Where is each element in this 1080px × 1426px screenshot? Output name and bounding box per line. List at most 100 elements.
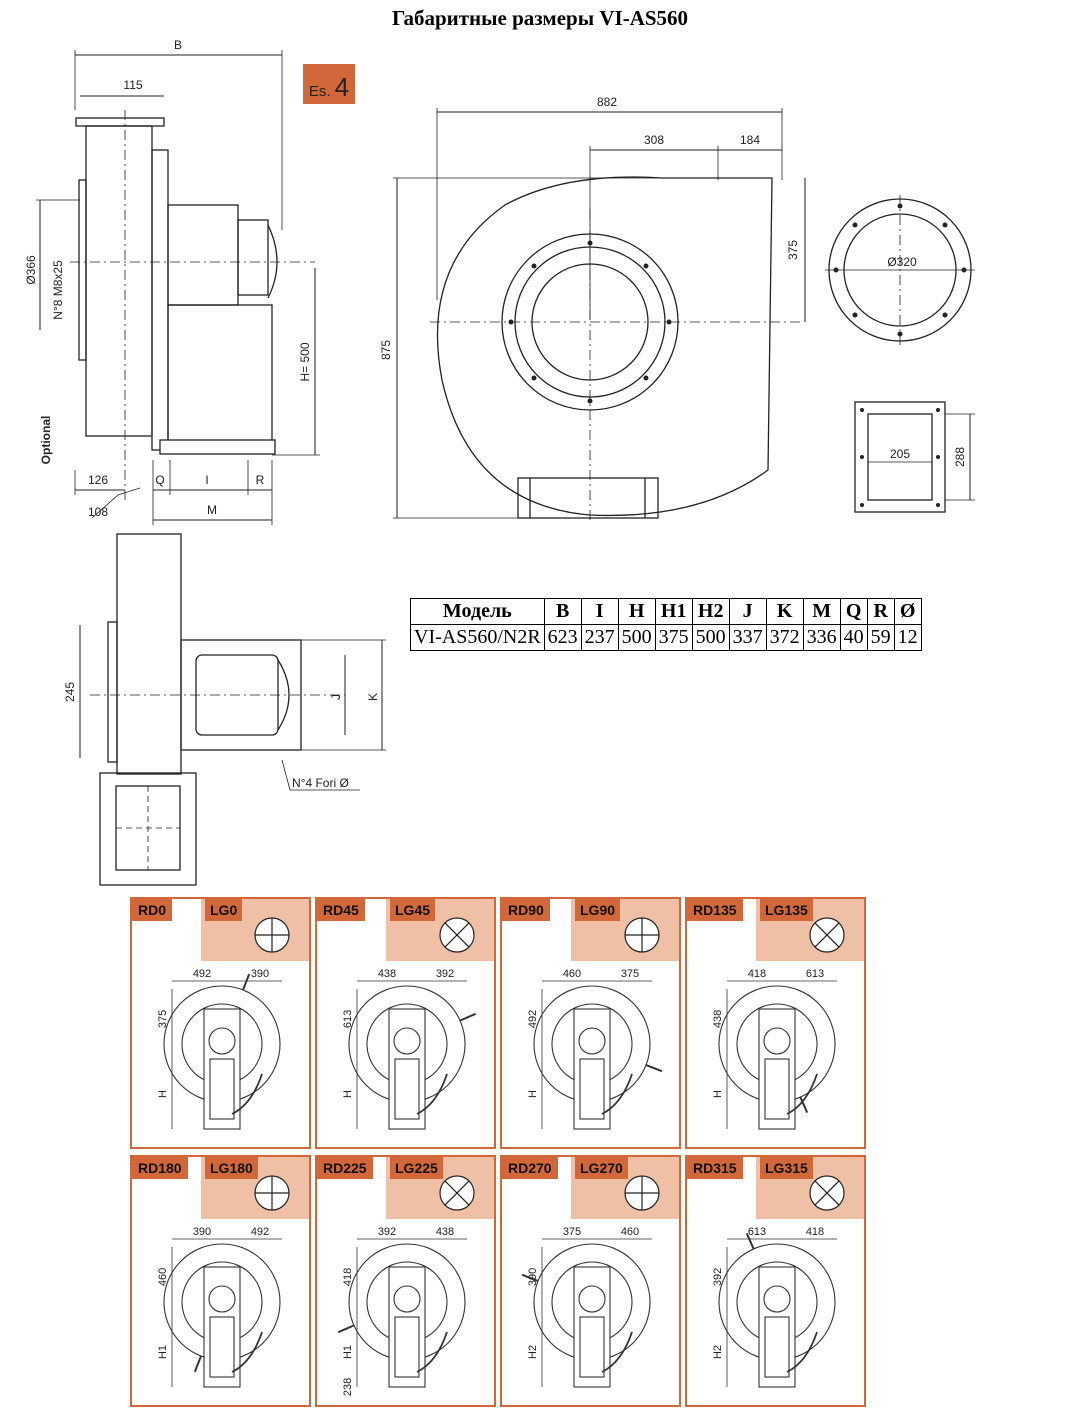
dim-r: R bbox=[256, 473, 265, 487]
table-header-cell: J bbox=[728, 598, 767, 625]
dim-288: 288 bbox=[953, 447, 967, 467]
table-cell: 336 bbox=[802, 624, 841, 651]
panel-dim-top-1: 460 bbox=[563, 968, 581, 980]
table-cell: 337 bbox=[728, 624, 767, 651]
panel-dim-top-2: 390 bbox=[251, 968, 269, 980]
panel-dim-left-2: H1 bbox=[342, 1345, 354, 1359]
panel-dim-top-1: 438 bbox=[378, 968, 396, 980]
table-cell: 372 bbox=[765, 624, 804, 651]
table-cell: 40 bbox=[839, 624, 868, 651]
figure-badge: Es.4 bbox=[303, 64, 355, 104]
panel-dim-top-1: 390 bbox=[193, 1226, 211, 1238]
table-header-cell: B bbox=[543, 598, 582, 625]
panel-dim-top-1: 418 bbox=[748, 968, 766, 980]
panel-dim-left-2: H2 bbox=[527, 1345, 539, 1359]
panel-dim-left-1: 613 bbox=[342, 1010, 354, 1028]
panel-dim-top-2: 418 bbox=[806, 1226, 824, 1238]
panel-dim-top-1: 613 bbox=[748, 1226, 766, 1238]
dim-j: J bbox=[329, 694, 343, 700]
panel-dim-left-2: H1 bbox=[157, 1345, 169, 1359]
panel-dim-top-2: 438 bbox=[436, 1226, 454, 1238]
rd-label: RD180 bbox=[132, 1157, 188, 1179]
dim-184: 184 bbox=[740, 133, 760, 147]
panel-dim-left-2: H bbox=[342, 1090, 354, 1098]
inlet-flange bbox=[825, 195, 975, 345]
dim-h: H= 500 bbox=[298, 342, 312, 381]
lg-label: LG0 bbox=[205, 899, 243, 921]
panel-dim-left-1: 460 bbox=[157, 1268, 169, 1286]
dim-875: 875 bbox=[379, 340, 393, 360]
dim-320: Ø320 bbox=[887, 255, 917, 269]
dim-366: Ø366 bbox=[24, 255, 38, 285]
panel-dim-top-1: 392 bbox=[378, 1226, 396, 1238]
table-cell: 500 bbox=[691, 624, 730, 651]
lg-label: LG135 bbox=[760, 899, 813, 921]
panel-dim-left-3: 238 bbox=[342, 1378, 354, 1396]
dim-m: M bbox=[207, 503, 217, 517]
rd-label: RD270 bbox=[502, 1157, 558, 1179]
technical-drawing: B 115 Ø366 N°8 M8x25 Optional 126 108 Q … bbox=[24, 38, 975, 886]
lg-label: LG90 bbox=[575, 899, 621, 921]
lg-label: LG315 bbox=[760, 1157, 813, 1179]
dim-bolts: N°8 M8x25 bbox=[51, 260, 65, 320]
table-header-cell: Модель bbox=[410, 598, 545, 625]
dim-k: K bbox=[366, 693, 380, 701]
dim-115: 115 bbox=[123, 78, 142, 92]
panel-dim-top-2: 375 bbox=[621, 968, 639, 980]
rd-label: RD225 bbox=[317, 1157, 373, 1179]
outlet-flange bbox=[854, 401, 975, 513]
rd-label: RD90 bbox=[502, 899, 550, 921]
table-cell: 59 bbox=[866, 624, 895, 651]
panel-dim-left-1: 390 bbox=[527, 1268, 539, 1286]
panel-dim-top-2: 392 bbox=[436, 968, 454, 980]
table-header-cell: I bbox=[580, 598, 619, 625]
panel-dim-left-2: H bbox=[527, 1090, 539, 1098]
table-header-cell: Q bbox=[839, 598, 868, 625]
table-header-cell: K bbox=[765, 598, 804, 625]
table-cell: 375 bbox=[654, 624, 693, 651]
table-header-cell: Ø bbox=[893, 598, 922, 625]
table-cell: 12 bbox=[893, 624, 922, 651]
dim-375: 375 bbox=[786, 240, 800, 260]
table-header-cell: M bbox=[802, 598, 841, 625]
dim-q: Q bbox=[155, 473, 164, 487]
dim-126: 126 bbox=[88, 473, 108, 487]
rd-label: RD315 bbox=[687, 1157, 743, 1179]
panel-dim-top-2: 492 bbox=[251, 1226, 269, 1238]
panel-dim-top-1: 375 bbox=[563, 1226, 581, 1238]
table-cell: 237 bbox=[580, 624, 619, 651]
top-view bbox=[79, 533, 386, 886]
dim-i: I bbox=[205, 473, 208, 487]
table-header-cell: H bbox=[617, 598, 656, 625]
panel-dim-left-2: H bbox=[712, 1090, 724, 1098]
side-view bbox=[36, 50, 320, 525]
rd-label: RD0 bbox=[132, 899, 173, 921]
dim-205: 205 bbox=[890, 447, 910, 461]
dim-b: B bbox=[174, 38, 182, 52]
front-view bbox=[393, 108, 806, 520]
lg-label: LG225 bbox=[390, 1157, 443, 1179]
lg-label: LG270 bbox=[575, 1157, 628, 1179]
table-header-cell: H2 bbox=[691, 598, 730, 625]
rd-label: RD45 bbox=[317, 899, 365, 921]
dim-308: 308 bbox=[644, 133, 664, 147]
panel-dim-top-2: 460 bbox=[621, 1226, 639, 1238]
lg-label: LG180 bbox=[205, 1157, 258, 1179]
rd-label: RD135 bbox=[687, 899, 743, 921]
